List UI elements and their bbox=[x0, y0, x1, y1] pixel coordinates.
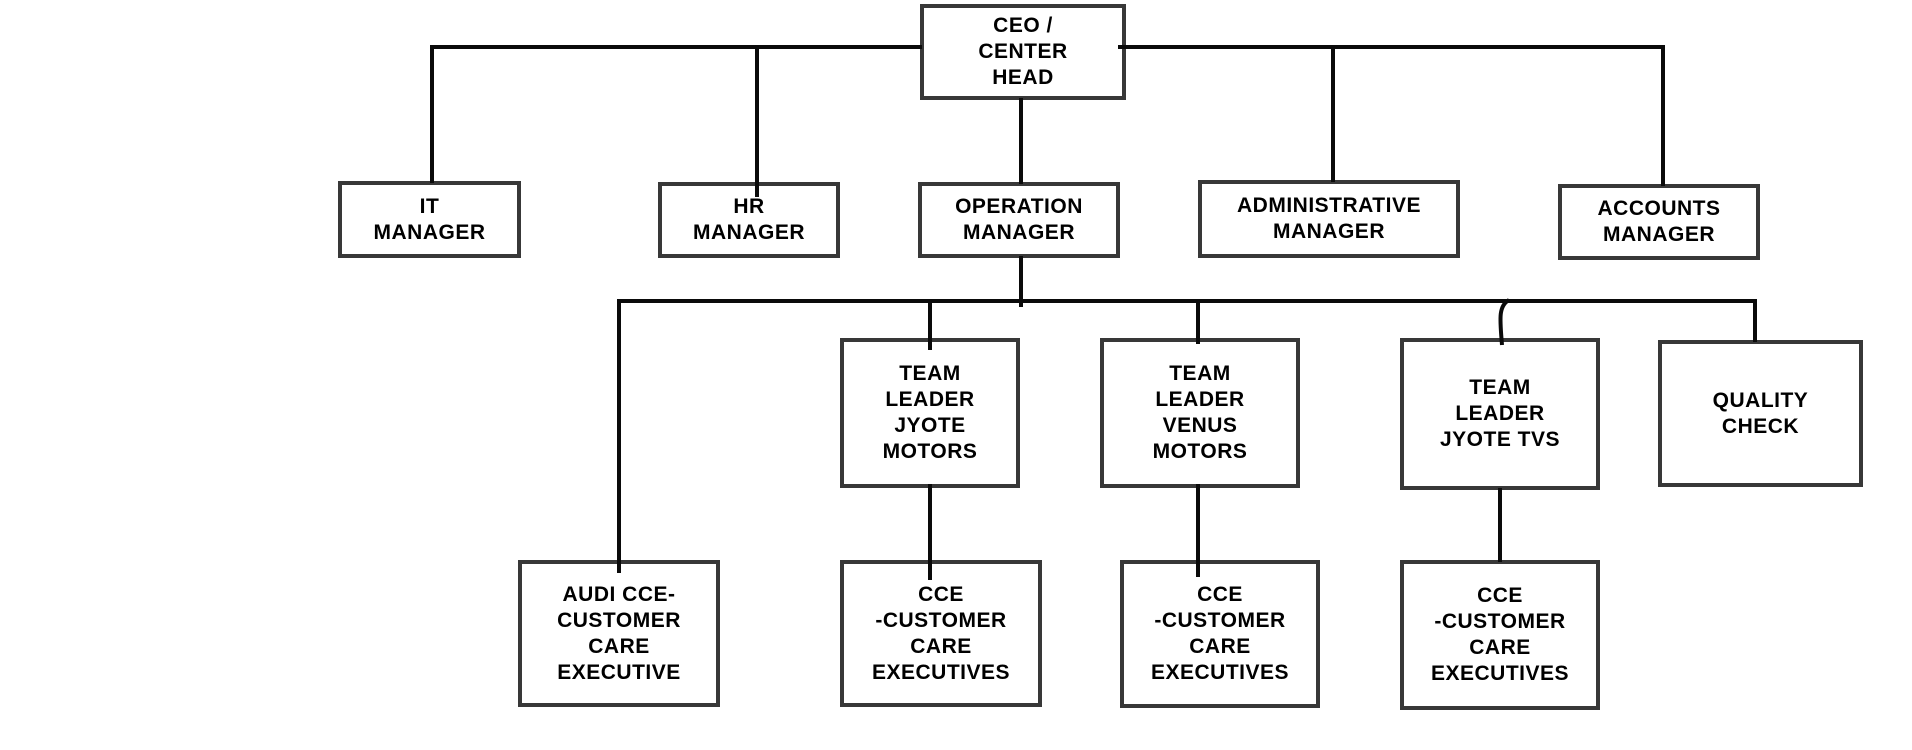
org-node-tl-jyote-motors: TEAM LEADER JYOTE MOTORS bbox=[840, 338, 1020, 488]
node-label-administrative-manager: ADMINISTRATIVE MANAGER bbox=[1237, 194, 1421, 243]
org-node-cce-jyote-motors: CCE -CUSTOMER CARE EXECUTIVES bbox=[840, 560, 1042, 707]
org-node-administrative-manager: ADMINISTRATIVE MANAGER bbox=[1198, 180, 1460, 258]
org-node-cce-venus-motors: CCE -CUSTOMER CARE EXECUTIVES bbox=[1120, 560, 1320, 708]
node-label-tl-jyote-tvs: TEAM LEADER JYOTE TVS bbox=[1439, 376, 1561, 451]
node-label-ceo: CEO / CENTER HEAD bbox=[978, 14, 1068, 89]
node-label-tl-jyote-motors: TEAM LEADER JYOTE MOTORS bbox=[882, 362, 978, 463]
org-node-tl-venus-motors: TEAM LEADER VENUS MOTORS bbox=[1100, 338, 1300, 488]
node-label-accounts-manager: ACCOUNTS MANAGER bbox=[1597, 197, 1721, 246]
org-node-quality-check: QUALITY CHECK bbox=[1658, 340, 1863, 487]
org-node-hr-manager: HR MANAGER bbox=[658, 182, 840, 258]
node-label-quality-check: QUALITY CHECK bbox=[1712, 388, 1809, 438]
org-node-ceo: CEO / CENTER HEAD bbox=[920, 4, 1126, 100]
node-label-operation-manager: OPERATION MANAGER bbox=[955, 195, 1083, 244]
node-label-audi-cce: AUDI CCE- CUSTOMER CARE EXECUTIVE bbox=[557, 582, 681, 684]
node-label-hr-manager: HR MANAGER bbox=[693, 195, 805, 244]
org-node-it-manager: IT MANAGER bbox=[338, 181, 521, 258]
org-node-operation-manager: OPERATION MANAGER bbox=[918, 182, 1120, 258]
node-label-it-manager: IT MANAGER bbox=[373, 194, 486, 244]
node-label-tl-venus-motors: TEAM LEADER VENUS MOTORS bbox=[1152, 362, 1248, 463]
org-node-cce-jyote-tvs: CCE -CUSTOMER CARE EXECUTIVES bbox=[1400, 560, 1600, 710]
org-node-tl-jyote-tvs: TEAM LEADER JYOTE TVS bbox=[1400, 338, 1600, 490]
node-label-cce-venus-motors: CCE -CUSTOMER CARE EXECUTIVES bbox=[1150, 583, 1290, 684]
org-node-audi-cce: AUDI CCE- CUSTOMER CARE EXECUTIVE bbox=[518, 560, 720, 707]
org-node-accounts-manager: ACCOUNTS MANAGER bbox=[1558, 184, 1760, 260]
node-label-cce-jyote-tvs: CCE -CUSTOMER CARE EXECUTIVES bbox=[1430, 584, 1570, 685]
node-label-cce-jyote-motors: CCE -CUSTOMER CARE EXECUTIVES bbox=[871, 582, 1011, 684]
